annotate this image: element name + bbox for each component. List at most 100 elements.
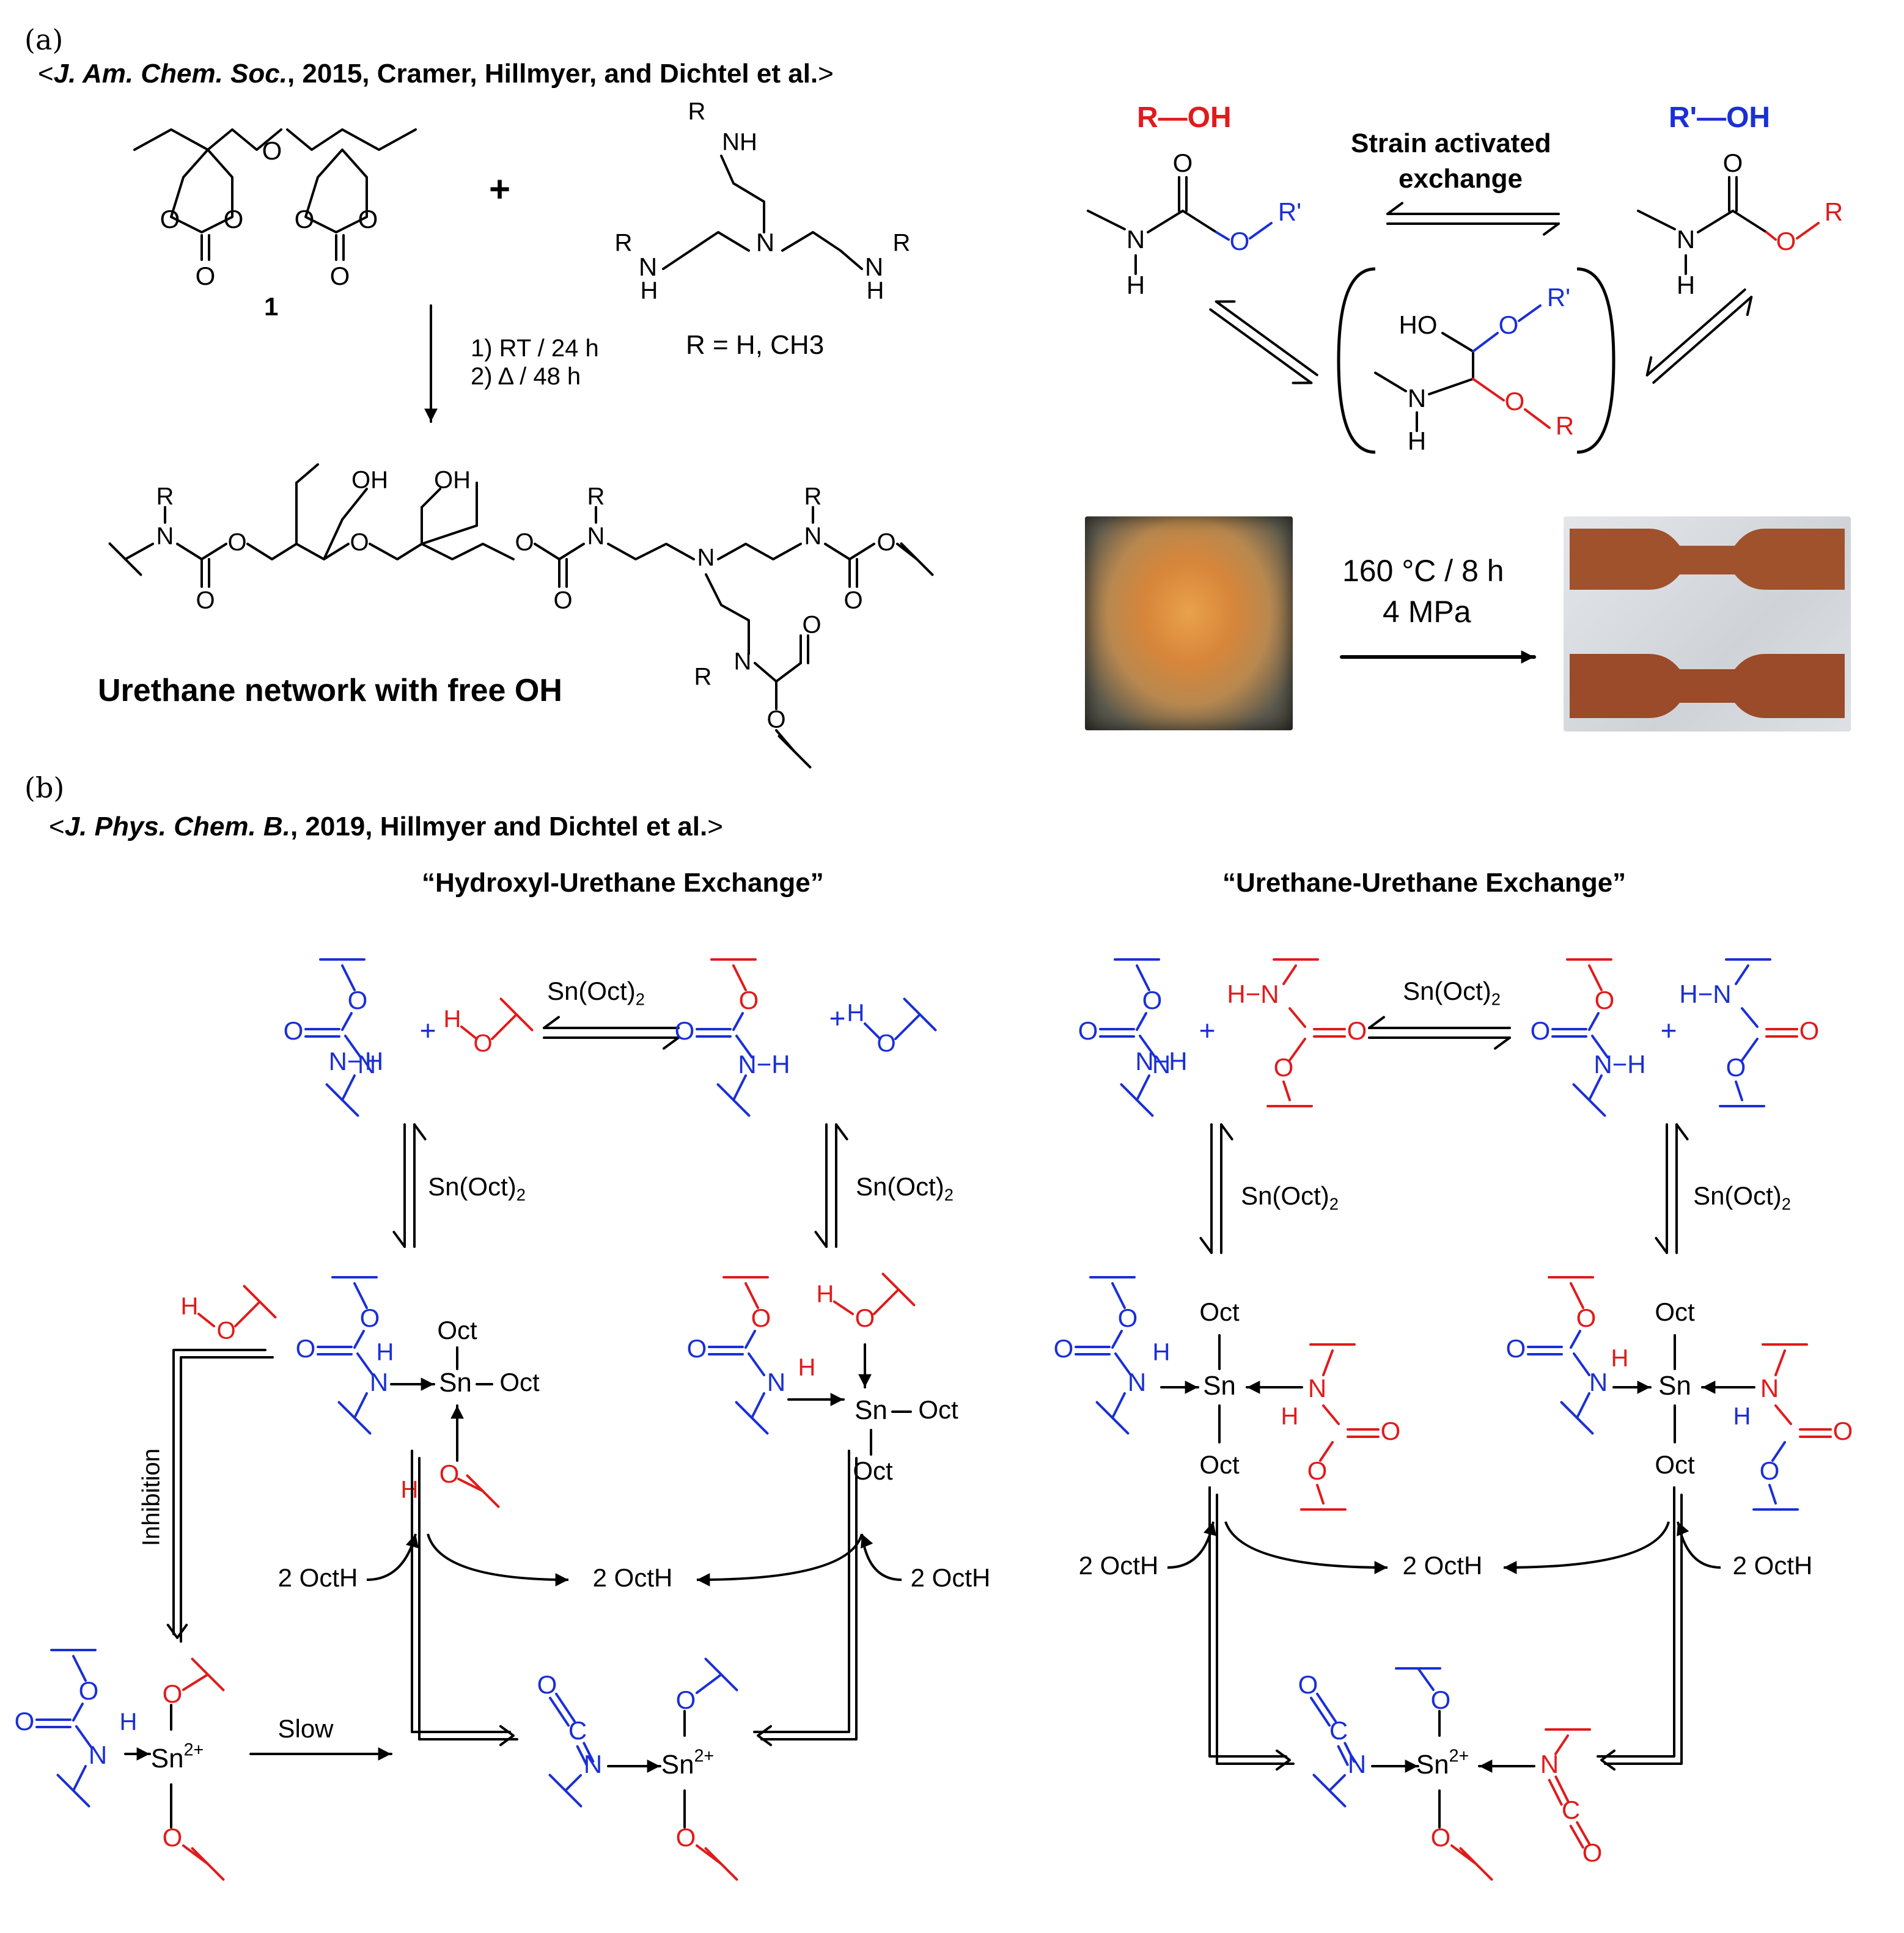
hu-top-left-urethane-O: O xyxy=(348,986,368,1014)
net-bond xyxy=(323,518,344,560)
tetra-bond-red xyxy=(1524,408,1551,429)
net-bond xyxy=(124,543,154,560)
n-sn-arrow-head xyxy=(1405,1759,1418,1773)
n-red: N xyxy=(1308,1374,1326,1403)
tetra-bond xyxy=(1428,378,1474,395)
uu-top-left-urethane-cut-bottom xyxy=(1120,1083,1154,1117)
reagent-r-oh: R—OH xyxy=(1137,101,1232,134)
double-arrow-right-head xyxy=(757,1725,773,1747)
b xyxy=(1735,964,1749,985)
carbamate-bond xyxy=(1147,210,1218,233)
uu-top-left-urethane-carbonyl-O: O xyxy=(1078,1016,1098,1045)
eq-hu-right-v-rev-barb xyxy=(835,1123,848,1140)
r-N: N xyxy=(767,1368,785,1396)
curve-uu-out-right-head xyxy=(1504,1561,1517,1574)
carbamate-N: N xyxy=(1127,225,1145,254)
title-urethane-urethane: “Urethane-Urethane Exchange” xyxy=(1222,868,1626,898)
octh-label: 2 OctH xyxy=(593,1563,673,1592)
r-b3 xyxy=(751,1392,765,1419)
sn2-right: Sn2+ xyxy=(1416,1746,1469,1779)
oh-O: O xyxy=(877,1030,895,1057)
iso-C-red: C xyxy=(1562,1795,1580,1824)
curve-uu-out-left xyxy=(1224,1521,1388,1569)
iso-N: N xyxy=(1348,1750,1366,1778)
bracket-right xyxy=(1576,267,1615,454)
condition-2: 2) Δ / 48 h xyxy=(471,363,581,390)
hu-top-left-urethane-top xyxy=(341,964,356,991)
o-red: O xyxy=(163,1679,183,1708)
h-label: H xyxy=(1153,1339,1171,1366)
r-b2 xyxy=(735,1035,753,1058)
oct-label: Oct xyxy=(499,1368,540,1396)
net-OH: OH xyxy=(434,467,471,494)
amine-R: R xyxy=(893,230,911,257)
amine-arm-top xyxy=(720,155,765,233)
iso-O: O xyxy=(537,1670,557,1699)
cut xyxy=(1459,1847,1493,1881)
uu-top-left-urethane-b3 xyxy=(1136,1074,1150,1101)
o-red: O xyxy=(1431,1823,1451,1852)
uu-top-left-urethane-N: N xyxy=(1152,1050,1171,1079)
oh-O: O xyxy=(216,1318,235,1344)
condition-1: 1) RT / 24 h xyxy=(471,335,599,362)
curve-octh-in-left xyxy=(366,1533,417,1581)
b xyxy=(1771,1441,1786,1462)
hu-mid-left-urethane-N: N xyxy=(370,1368,388,1396)
tetra-bond-red xyxy=(1472,378,1505,402)
tin-center-1: Sn xyxy=(439,1368,472,1398)
oct-label: Oct xyxy=(1655,1450,1695,1479)
b xyxy=(1316,1484,1325,1505)
hu-bot-left-urethane-carbonyl-O: O xyxy=(15,1707,35,1736)
iso-b xyxy=(564,1774,582,1792)
r-carbonyl-O: O xyxy=(675,1016,695,1045)
uu-top-left-urethane-top xyxy=(1136,964,1150,991)
tin-center-4: Sn xyxy=(1658,1371,1691,1401)
n-sn-arrow-head xyxy=(136,1747,150,1761)
ring-carbonyl-O: O xyxy=(330,262,350,290)
double-arrow-left-a xyxy=(411,1450,511,1733)
eq-hu-top-fwd-barb xyxy=(663,1036,680,1050)
o-b xyxy=(1417,1667,1435,1691)
b2 xyxy=(1591,1035,1609,1058)
amine-H: H xyxy=(641,277,658,304)
citation-b: <J. Phys. Chem. B., 2019, Hillmyer and D… xyxy=(49,812,723,842)
curve-octh-in-right-head xyxy=(861,1534,873,1549)
r-prime: R' xyxy=(1278,197,1301,226)
citation-a: <J. Am. Chem. Soc., 2015, Cramer, Hillmy… xyxy=(38,59,834,89)
iso-co xyxy=(1310,1696,1331,1727)
uu-mid-left-urethane-carbonyl-O: O xyxy=(1054,1334,1074,1363)
tetra-O-red: O xyxy=(1505,387,1525,416)
r-O: O xyxy=(751,1304,771,1332)
o: O xyxy=(1506,1334,1526,1363)
hu-top-left-urethane-N: N xyxy=(358,1050,376,1079)
oh-sn-arrow-head xyxy=(450,1406,464,1419)
oct-label: Oct xyxy=(1199,1450,1240,1479)
amine-arm-right xyxy=(781,231,863,270)
net-O: O xyxy=(515,529,534,556)
o: O xyxy=(1833,1417,1853,1445)
oh-H: H xyxy=(444,1006,461,1033)
inhibition-arrow-a xyxy=(172,1349,266,1635)
eq-uu-left-v-fwd-barb xyxy=(1199,1237,1213,1254)
uu-mid-left-urethane-b3 xyxy=(1111,1392,1126,1419)
b xyxy=(1741,1038,1759,1062)
hu-bot-left-urethane-N: N xyxy=(89,1740,107,1769)
oh-b xyxy=(197,1313,215,1327)
tetra-bond-blue xyxy=(1472,332,1499,353)
oct-label: Oct xyxy=(1655,1297,1695,1326)
oh-O: O xyxy=(439,1459,460,1488)
tetra-bond xyxy=(1374,372,1407,392)
dogbone-specimens xyxy=(1570,529,1845,718)
r-b xyxy=(1288,1038,1306,1062)
equilibrium-top-fwd-barb xyxy=(1543,222,1560,236)
h-label: H xyxy=(798,1354,816,1381)
r-O: O xyxy=(1274,1053,1294,1082)
hu-mid-left-urethane-b3 xyxy=(353,1392,368,1419)
octh-label: 2 OctH xyxy=(911,1563,991,1592)
plus-sign: + xyxy=(489,169,511,210)
eq-uu-top-rev-barb xyxy=(1368,1016,1385,1029)
carbamate-H: H xyxy=(1127,271,1145,299)
tetra-N: N xyxy=(1408,384,1426,413)
n-sn-arrow-head xyxy=(1637,1381,1650,1394)
